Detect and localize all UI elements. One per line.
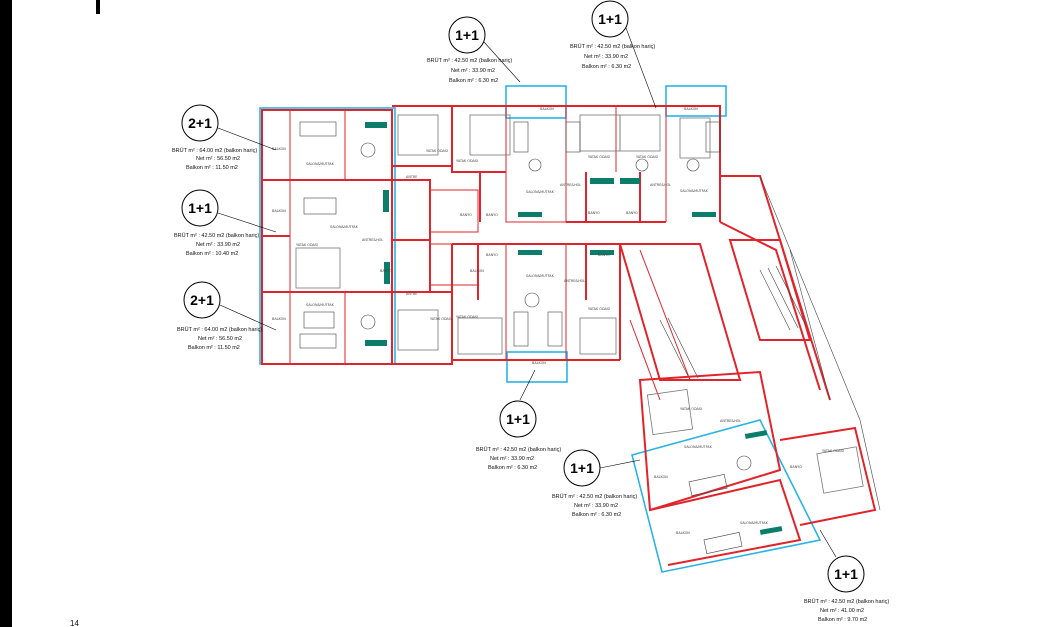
unit-brut: BRÜT m² : 42.50 m2 (balkon hariç) xyxy=(570,43,655,50)
room-label: SALON&MUTFAK xyxy=(306,303,335,307)
room-label: YATAK ODASI xyxy=(430,317,452,321)
unit-badge: 2+1 xyxy=(190,292,214,308)
unit-net: Net m² : 41.00 m2 xyxy=(820,608,864,614)
room-label: YATAK ODASI xyxy=(426,149,448,153)
unit-balkon: Balkon m² : 6.30 m2 xyxy=(572,512,621,518)
room-label: BANYO xyxy=(486,253,498,257)
unit-brut: BRÜT m² : 42.50 m2 (balkon hariç) xyxy=(552,493,637,500)
room-label: BALKON xyxy=(272,317,286,321)
room-label: ANTRE&HOL xyxy=(720,419,741,423)
room-label: BALKON xyxy=(272,147,286,151)
page-number: 14 xyxy=(70,619,79,627)
room-label: SALON&MUTFAK xyxy=(306,162,335,166)
unit-callout: 1+1 BRÜT m² : 42.50 m2 (balkon hariç) Ne… xyxy=(552,449,641,518)
unit-brut: BRÜT m² : 64.00 m2 (balkon hariç) xyxy=(172,147,257,154)
room-label: ANTRE xyxy=(406,292,417,296)
room-label: BANYO xyxy=(598,253,610,257)
unit-badge: 1+1 xyxy=(598,11,622,27)
room-label: SALON&MUTFAK xyxy=(740,521,769,525)
room-label: BANYO xyxy=(588,211,600,215)
room-label: SALON&MUTFAK xyxy=(330,225,359,229)
room-label: ANTRE&HOL xyxy=(560,183,581,187)
room-label: BANYO xyxy=(460,213,472,217)
block-left xyxy=(261,105,479,365)
room-label: BANYO xyxy=(790,465,802,469)
unit-callout: 1+1 BRÜT m² : 42.50 m2 (balkon hariç) Ne… xyxy=(476,369,561,471)
room-label: SALON&MUTFAK xyxy=(684,445,713,449)
room-label: BANYO xyxy=(486,213,498,217)
unit-badge: 1+1 xyxy=(834,566,858,582)
room-label: BANYO xyxy=(380,269,392,273)
room-label: YATAK ODASI xyxy=(456,315,478,319)
room-label: YATAK ODASI xyxy=(296,243,318,247)
unit-balkon: Balkon m² : 11.50 m2 xyxy=(188,345,240,351)
room-label: ANTRE&HOL xyxy=(650,183,671,187)
room-label: YATAK ODASI xyxy=(680,407,702,411)
unit-badge: 1+1 xyxy=(455,27,479,43)
unit-callout: 2+1 BRÜT m² : 64.00 m2 (balkon hariç) Ne… xyxy=(177,281,277,351)
room-label: BANYO xyxy=(626,211,638,215)
unit-callout: 1+1 BRÜT m² : 42.50 m2 (balkon hariç) Ne… xyxy=(570,0,657,109)
unit-balkon: Balkon m² : 9.70 m2 xyxy=(818,617,867,623)
room-label: ANTRE&HOL xyxy=(564,279,585,283)
unit-net: Net m² : 33.90 m2 xyxy=(196,242,240,248)
room-label: YATAK ODASI xyxy=(456,159,478,163)
unit-badge: 1+1 xyxy=(506,411,530,427)
room-label: BALKON xyxy=(676,531,690,535)
room-label: YATAK ODASI xyxy=(588,307,610,311)
top-tick xyxy=(96,0,100,14)
unit-brut: BRÜT m² : 64.00 m2 (balkon hariç) xyxy=(177,326,262,333)
unit-brut: BRÜT m² : 42.50 m2 (balkon hariç) xyxy=(804,598,889,605)
room-label: SALON&MUTFAK xyxy=(680,189,709,193)
unit-badge: 1+1 xyxy=(570,460,594,476)
unit-net: Net m² : 33.90 m2 xyxy=(451,68,495,74)
unit-net: Net m² : 33.90 m2 xyxy=(584,54,628,60)
room-label: SALON&MUTFAK xyxy=(526,274,555,278)
left-border xyxy=(0,0,12,627)
unit-balkon: Balkon m² : 11.50 m2 xyxy=(186,165,238,171)
room-label: ANTRE&HOL xyxy=(362,238,383,242)
unit-callout: 2+1 BRÜT m² : 64.00 m2 (balkon hariç) Ne… xyxy=(172,104,277,171)
room-label: SALON&MUTFAK xyxy=(526,190,555,194)
unit-net: Net m² : 33.90 m2 xyxy=(574,503,618,509)
block-bottom-right xyxy=(638,370,877,566)
block-center-top xyxy=(451,105,721,223)
unit-brut: BRÜT m² : 42.50 m2 (balkon hariç) xyxy=(476,446,561,453)
unit-callout: 1+1 BRÜT m² : 42.50 m2 (balkon hariç) Ne… xyxy=(804,529,889,623)
room-label: BALKON xyxy=(470,269,484,273)
unit-net: Net m² : 56.50 m2 xyxy=(198,336,242,342)
room-label: YATAK ODASI xyxy=(588,155,610,159)
room-label: YATAK ODASI xyxy=(822,449,844,453)
room-label: BALKON xyxy=(540,107,554,111)
room-labels: BALKON BALKON BALKON SALON&MUTFAK SALON&… xyxy=(272,107,844,535)
unit-brut: BRÜT m² : 42.50 m2 (balkon hariç) xyxy=(174,232,259,239)
unit-callout: 1+1 BRÜT m² : 42.50 m2 (balkon hariç) Ne… xyxy=(174,189,277,257)
unit-net: Net m² : 33.90 m2 xyxy=(490,456,534,462)
outline-group xyxy=(259,85,822,573)
room-label: BALKON xyxy=(684,107,698,111)
room-label: BALKON xyxy=(654,475,668,479)
unit-brut: BRÜT m² : 42.50 m2 (balkon hariç) xyxy=(427,57,512,64)
unit-balkon: Balkon m² : 10.40 m2 xyxy=(186,251,238,257)
block-center-bottom xyxy=(451,243,621,361)
unit-balkon: Balkon m² : 6.30 m2 xyxy=(449,78,498,84)
room-label: BALKON xyxy=(272,209,286,213)
unit-balkon: Balkon m² : 6.30 m2 xyxy=(582,64,631,70)
room-label: BALKON xyxy=(532,361,546,365)
unit-badge: 2+1 xyxy=(188,115,212,131)
room-label: ANTRE xyxy=(406,175,417,179)
unit-balkon: Balkon m² : 6.30 m2 xyxy=(488,465,537,471)
block-core xyxy=(618,175,831,401)
room-label: YATAK ODASI xyxy=(636,155,658,159)
unit-net: Net m² : 56.50 m2 xyxy=(196,156,240,162)
unit-badge: 1+1 xyxy=(188,200,212,216)
unit-callout: 1+1 BRÜT m² : 42.50 m2 (balkon hariç) Ne… xyxy=(427,16,521,84)
